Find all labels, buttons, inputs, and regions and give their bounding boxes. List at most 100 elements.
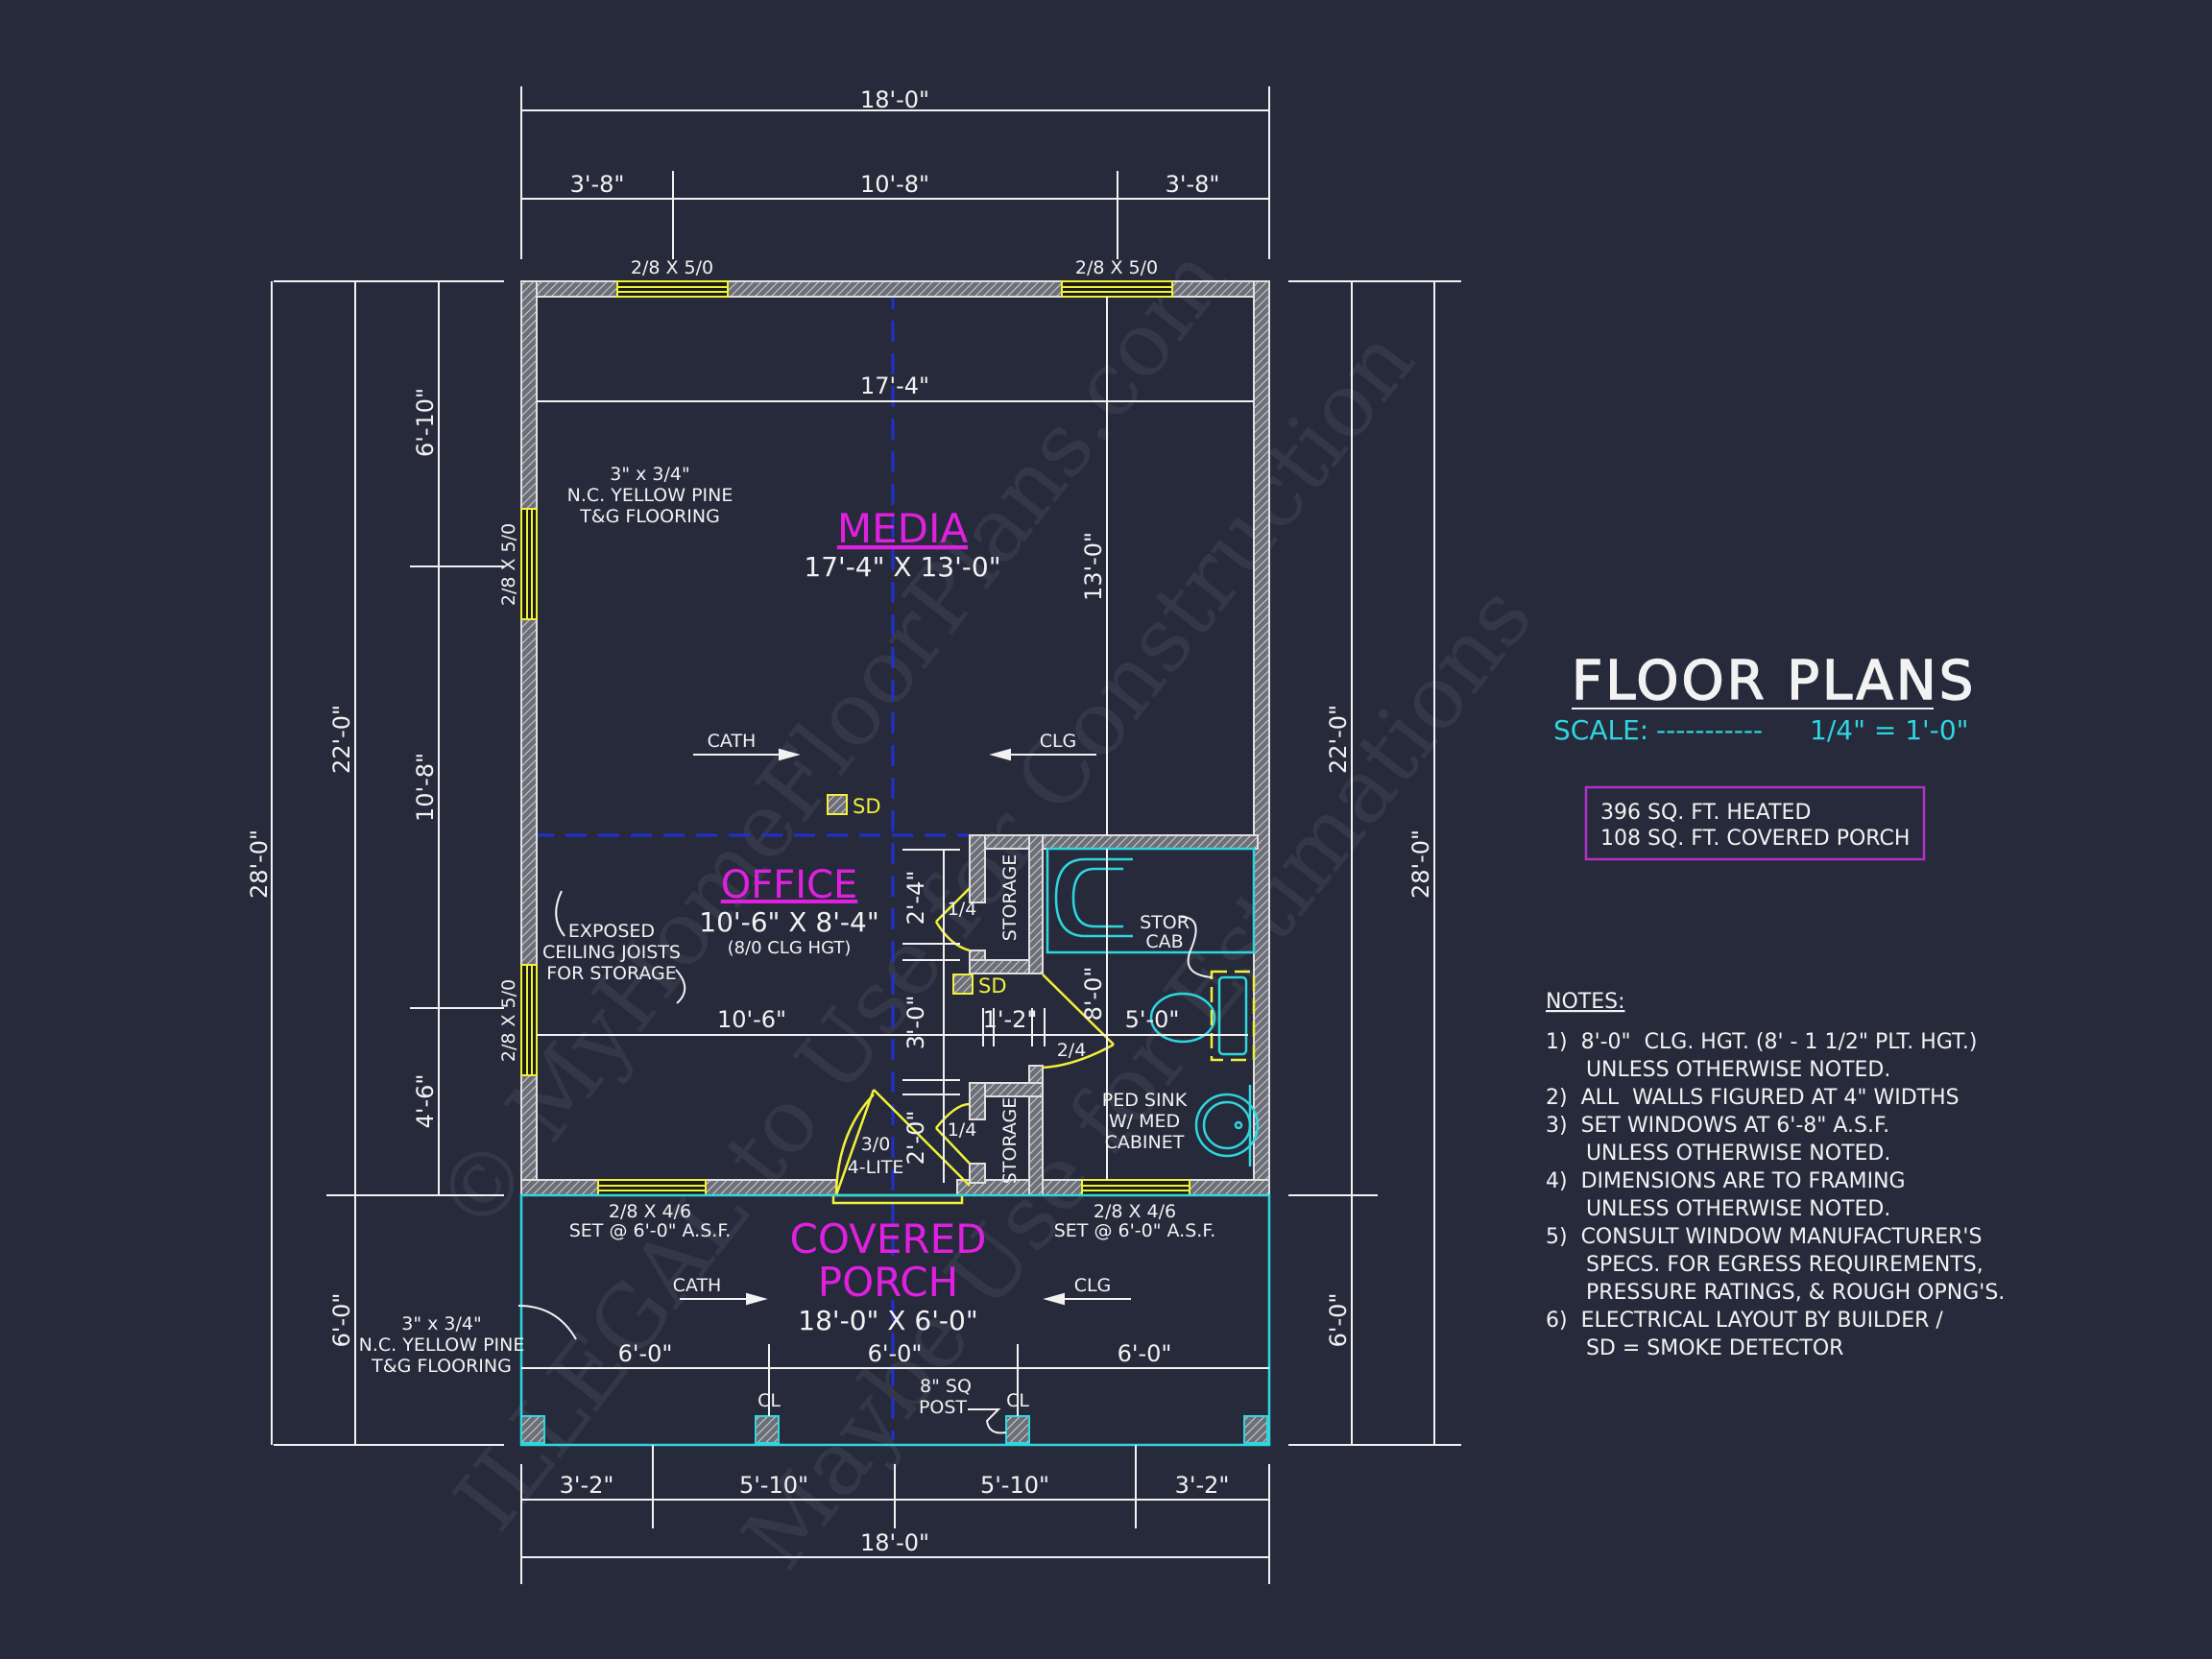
- door-label: 1/4: [948, 1119, 977, 1141]
- scale-label: SCALE:: [1553, 714, 1648, 746]
- dim-right-outer: 28'-0": [1407, 830, 1434, 899]
- dim-bath-width: 5'-0": [1125, 1006, 1180, 1033]
- dim-bottom-seg-3: 5'-10": [980, 1472, 1049, 1499]
- door-label: 2/4: [1057, 1040, 1087, 1061]
- dim-top-seg-1: 3'-8": [570, 171, 625, 198]
- dim-office-width: 10'-6": [717, 1006, 786, 1033]
- window-label: 2/8 X 5/0: [1075, 257, 1158, 278]
- dim-top-seg-3: 3'-8": [1166, 171, 1220, 198]
- dim-media-width: 17'-4": [860, 373, 929, 399]
- storage-label: STORAGE: [999, 854, 1021, 941]
- centerline-label: CL: [1006, 1390, 1029, 1411]
- dim-porch-seg-2: 6'-0": [868, 1340, 923, 1367]
- note-line: UNLESS OTHERWISE NOTED.: [1546, 1197, 1890, 1221]
- cath-label: CATH: [708, 731, 757, 752]
- scale-value: 1/4" = 1'-0": [1810, 714, 1969, 746]
- dim-left-outer: 28'-0": [246, 830, 273, 899]
- note-line: SPECS. FOR EGRESS REQUIREMENTS,: [1546, 1253, 1984, 1277]
- flooring-note: 3" x 3/4": [610, 464, 689, 485]
- window-bottom-right: [1081, 1179, 1190, 1196]
- dimension-lines: [271, 86, 1461, 1584]
- dim-porch-seg-1: 6'-0": [618, 1340, 673, 1367]
- joists-note: CEILING JOISTS: [542, 942, 681, 963]
- flooring-note-porch: T&G FLOORING: [371, 1356, 512, 1377]
- clg-label: CLG: [1074, 1275, 1112, 1296]
- title-floor-plans: FLOOR PLANS: [1572, 650, 1976, 712]
- note-line: 5) CONSULT WINDOW MANUFACTURER'S: [1546, 1225, 1982, 1249]
- post: [1243, 1415, 1268, 1444]
- window-left-lower: [520, 964, 538, 1076]
- dim-right-upper: 22'-0": [1325, 705, 1352, 774]
- ceiling-arrows: [680, 748, 1131, 1306]
- stor-cab-label: CAB: [1145, 931, 1183, 952]
- storage-label: STORAGE: [999, 1097, 1021, 1184]
- window-label: 2/8 X 5/0: [498, 523, 519, 606]
- dim-left-upper: 22'-0": [328, 705, 355, 774]
- room-size-porch: 18'-0" X 6'-0": [798, 1305, 977, 1336]
- dim-bottom-seg-2: 5'-10": [739, 1472, 808, 1499]
- dim-top-seg-2: 10'-8": [860, 171, 929, 198]
- dim-bottom-overall: 18'-0": [860, 1529, 929, 1556]
- room-name-porch-2: PORCH: [818, 1259, 958, 1306]
- window-set-note: SET @ 6'-0" A.S.F.: [1054, 1220, 1216, 1241]
- note-line: 1) 8'-0" CLG. HGT. (8' - 1 1/2" PLT. HGT…: [1546, 1030, 1978, 1054]
- smoke-detector-icon: [827, 794, 974, 995]
- dim-left-lower: 6'-0": [328, 1293, 355, 1348]
- dim-right-lower: 6'-0": [1325, 1293, 1352, 1348]
- window-label: 2/8 X 4/6: [1094, 1201, 1176, 1222]
- ped-sink-label: CABINET: [1105, 1132, 1185, 1153]
- porch: [519, 1193, 1271, 1447]
- flooring-note-porch: N.C. YELLOW PINE: [359, 1334, 525, 1356]
- joists-note: FOR STORAGE: [546, 963, 677, 984]
- flooring-note: N.C. YELLOW PINE: [567, 485, 733, 506]
- dim-closet-2: 3'-0": [902, 996, 929, 1050]
- window-bottom-left: [597, 1179, 707, 1196]
- room-name-office: OFFICE: [721, 863, 858, 907]
- flooring-note-porch: 3" x 3/4": [401, 1313, 481, 1334]
- note-line: 6) ELECTRICAL LAYOUT BY BUILDER /: [1546, 1309, 1943, 1333]
- sd-label: SD: [978, 974, 1007, 998]
- door-label: 3/0: [861, 1134, 891, 1155]
- note-line: PRESSURE RATINGS, & ROUGH OPNG'S.: [1546, 1281, 2005, 1305]
- notes-list: 1) 8'-0" CLG. HGT. (8' - 1 1/2" PLT. HGT…: [1546, 1030, 2005, 1360]
- post: [755, 1415, 780, 1444]
- dim-bottom-seg-4: 3'-2": [1175, 1472, 1230, 1499]
- door-label: 4-LITE: [848, 1157, 904, 1178]
- room-name-media: MEDIA: [837, 505, 969, 552]
- window-label: 2/8 X 5/0: [631, 257, 713, 278]
- notes-heading: NOTES:: [1546, 990, 1625, 1014]
- watermark: © MyHomeFloorPlans.com ILLEGAL to Use fo…: [416, 228, 1552, 1588]
- dim-bath-depth: 8'-0": [1080, 967, 1107, 1022]
- dim-closet-1: 2'-4": [902, 871, 929, 926]
- room-name-porch-1: COVERED: [790, 1215, 987, 1262]
- dim-media-depth: 13'-0": [1080, 532, 1107, 601]
- ped-sink-label: W/ MED: [1109, 1111, 1180, 1132]
- windows: [520, 280, 1190, 1196]
- area-heated: 396 SQ. FT. HEATED: [1600, 801, 1811, 825]
- dim-left-inner-2: 10'-8": [412, 753, 439, 822]
- note-line: SD = SMOKE DETECTOR: [1546, 1336, 1843, 1360]
- dim-porch-seg-3: 6'-0": [1118, 1340, 1172, 1367]
- toilet-tank: [1210, 970, 1256, 1062]
- door-label: 1/4: [948, 899, 977, 920]
- dim-hall-width: 1'-2": [983, 1006, 1038, 1033]
- cath-label: CATH: [673, 1275, 722, 1296]
- dim-left-inner-1: 6'-10": [412, 388, 439, 457]
- window-top-left: [616, 280, 729, 298]
- scale-dashes: -----------: [1656, 714, 1763, 746]
- flooring-note: T&G FLOORING: [579, 506, 720, 527]
- joists-note: EXPOSED: [568, 921, 655, 942]
- bath-fixtures: [1046, 847, 1260, 1166]
- centerline-label: CL: [757, 1390, 781, 1411]
- stor-cab-label: STOR: [1140, 912, 1190, 933]
- dim-bottom-seg-1: 3'-2": [560, 1472, 614, 1499]
- dim-left-inner-3: 4'-6": [412, 1074, 439, 1129]
- note-line: 3) SET WINDOWS AT 6'-8" A.S.F.: [1546, 1114, 1889, 1138]
- post: [520, 1415, 545, 1444]
- ped-sink-label: PED SINK: [1102, 1090, 1188, 1111]
- window-label: 2/8 X 4/6: [609, 1201, 691, 1222]
- room-note-office: (8/0 CLG HGT): [728, 938, 852, 958]
- window-left-upper: [520, 508, 538, 620]
- window-top-right: [1061, 280, 1173, 298]
- dim-top-overall: 18'-0": [860, 86, 929, 113]
